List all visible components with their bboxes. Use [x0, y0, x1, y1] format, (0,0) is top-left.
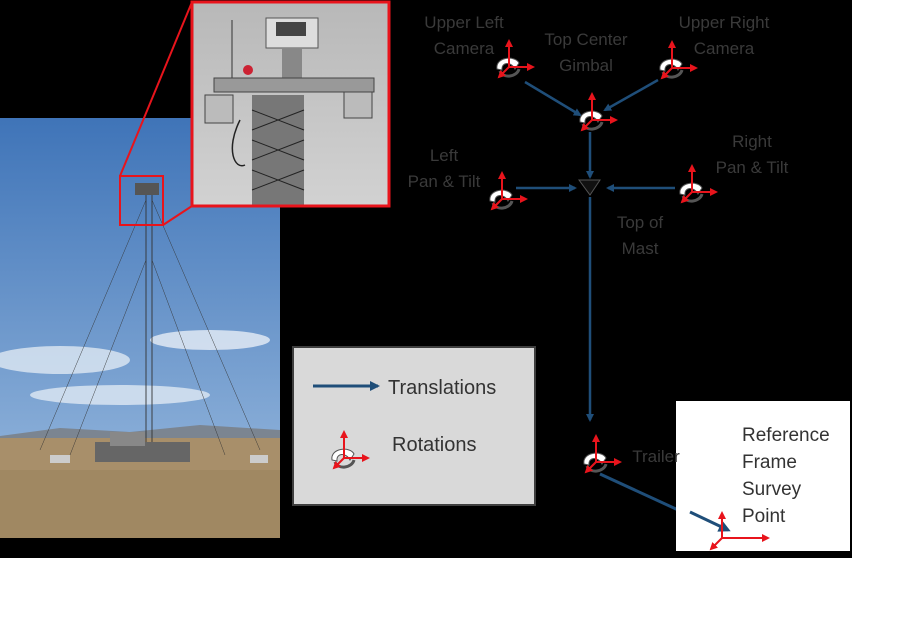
legend-rotation-icon [331, 430, 370, 470]
zoom-inset-frame [190, 0, 391, 208]
label-line: Top of [616, 213, 664, 232]
legend-rotations-label: Rotations [392, 434, 477, 456]
axis-line [332, 457, 345, 470]
axis-line [680, 191, 693, 204]
coordinate-frames [489, 39, 718, 474]
label-line: Reference [742, 425, 830, 446]
legend-translations-label: Translations [388, 377, 497, 399]
label-line: Pan & Tilt [715, 158, 789, 177]
label-line: Mast [621, 239, 659, 258]
label-line: Gimbal [559, 56, 613, 75]
frame-trailer [583, 434, 622, 474]
frame-upper-right-camera [659, 40, 698, 80]
label-line: Camera [693, 39, 755, 58]
frame-upper-left-camera [496, 39, 535, 79]
frame-top-center-gimbal [579, 92, 618, 132]
reference-axis-y [709, 537, 723, 551]
label-top-of-mast: Top of Mast [604, 210, 676, 262]
zoom-line-top [119, 1, 193, 177]
label-line: Frame [742, 452, 797, 473]
axis-line [497, 66, 510, 79]
label-line: Upper Right [678, 13, 770, 32]
label-line: Upper Left [424, 13, 504, 32]
arrow-ulcam-to-gimbal [524, 80, 582, 117]
label-line: Top Center [544, 30, 628, 49]
label-line: Camera [433, 39, 495, 58]
legend [292, 346, 536, 506]
top-of-mast-node [578, 179, 601, 196]
reference-frame-box [676, 401, 850, 551]
label-trailer: Trailer [632, 447, 680, 466]
zoom-inset-photo [192, 2, 389, 206]
axis-line [660, 67, 673, 80]
zoom-line-bottom [162, 205, 193, 226]
axis-line [584, 461, 597, 474]
axis-line [580, 119, 593, 132]
frame-left-pan-tilt [489, 171, 528, 211]
label-line: Right [732, 132, 772, 151]
axis-line [490, 198, 503, 211]
label-line: Left [429, 146, 459, 165]
arrow-urcam-to-gimbal [603, 78, 659, 112]
label-line: Point [742, 506, 786, 527]
frame-legend-rotation [331, 430, 370, 470]
label-line: Survey [742, 479, 802, 500]
frame-right-pan-tilt [679, 164, 718, 204]
label-line: Pan & Tilt [407, 172, 481, 191]
zoom-source-box [119, 175, 164, 226]
